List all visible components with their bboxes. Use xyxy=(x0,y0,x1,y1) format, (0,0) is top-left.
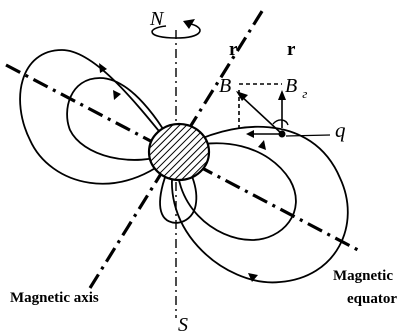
angle-mark xyxy=(272,119,289,126)
south-pole-label: S xyxy=(178,314,188,335)
magnetic-axis-label: Magnetic axis xyxy=(10,290,99,306)
magnetic-equator-label-line1: Magnetic xyxy=(333,268,393,284)
charge-label: q xyxy=(335,118,346,142)
field-arrow-right-outer xyxy=(248,273,258,282)
rotation-arrow-head xyxy=(183,19,195,29)
field-arrow-left-outer xyxy=(99,63,107,73)
magnetic-equator-label-line2: equator xyxy=(347,291,397,307)
field-vector-label: B xyxy=(219,75,231,97)
horizontal-reference-arrow-head xyxy=(246,130,254,138)
field-component-subscript: г xyxy=(302,86,307,101)
field-line-right-inner xyxy=(176,142,297,241)
north-pole-label: N xyxy=(149,8,165,30)
field-line-left-outer xyxy=(19,49,177,185)
earth-hatch xyxy=(149,124,209,180)
field-component-symbol: B xyxy=(285,75,297,97)
charge-leader-line xyxy=(285,134,331,137)
rotation-arrow xyxy=(151,23,201,39)
field-component-arrow-head xyxy=(278,90,286,100)
field-arrow-left-inner xyxy=(113,90,121,100)
earth-outline xyxy=(147,122,211,182)
field-vector-arrow-symbol: r xyxy=(229,39,238,60)
field-line-left-inner xyxy=(66,77,177,161)
field-component-label: B г xyxy=(285,75,307,101)
charge-point xyxy=(278,130,286,138)
field-vector-arrow-shaft xyxy=(239,94,283,135)
field-line-right-outer xyxy=(171,125,349,284)
field-arrow-right-inner xyxy=(258,140,266,150)
field-component-arrow-symbol: r xyxy=(287,39,296,60)
field-vector-arrow-head xyxy=(236,91,248,101)
